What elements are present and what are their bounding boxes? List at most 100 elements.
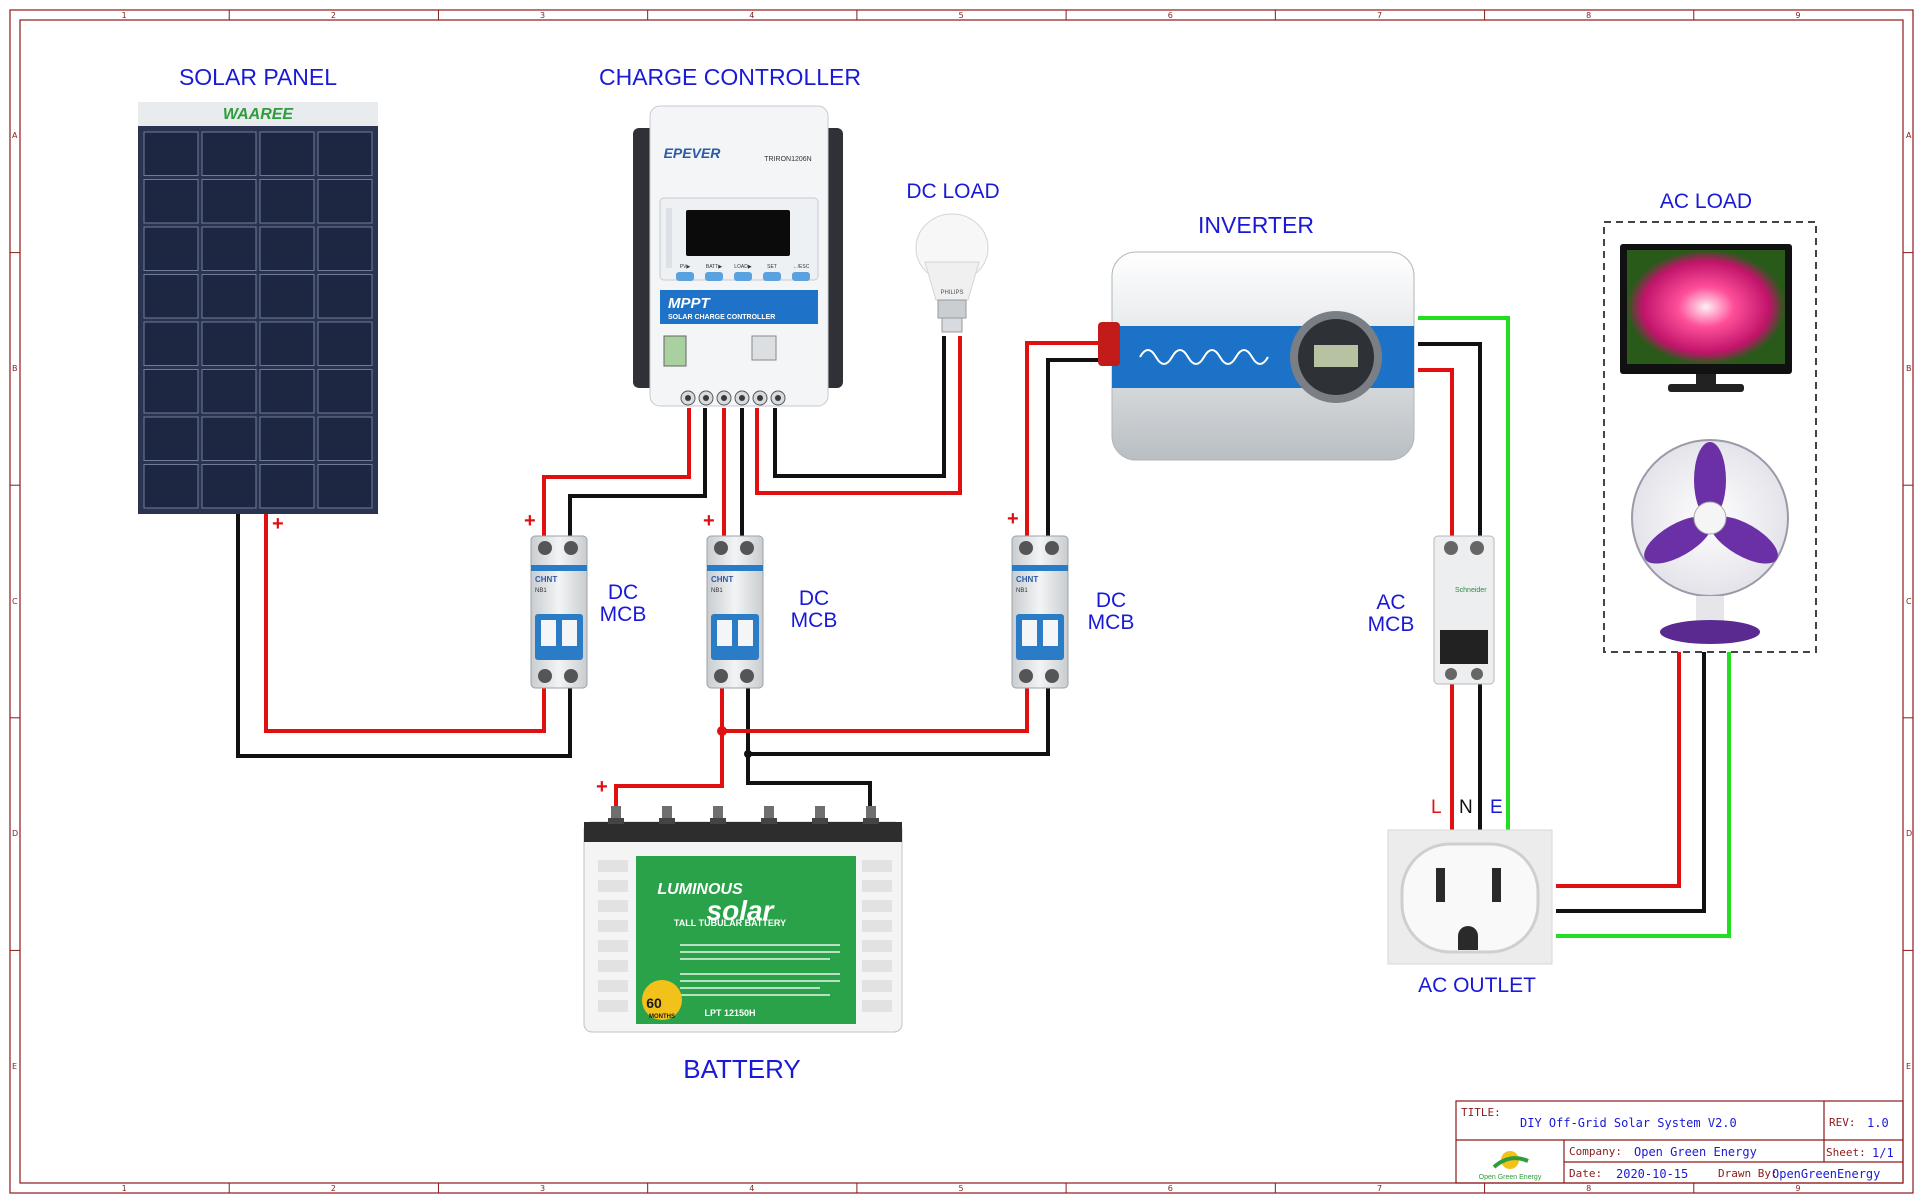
- row-label: E: [1906, 1061, 1912, 1071]
- battery-vent: [862, 960, 892, 972]
- controller-model: TRIRON1206N: [764, 156, 811, 163]
- wire-inverter-positive: [1025, 341, 1104, 536]
- wire-inverter-earth: [1418, 316, 1510, 835]
- wire-inverter-negative: [1046, 358, 1104, 536]
- row-label: C: [1906, 596, 1912, 606]
- mcb-screw: [1045, 669, 1059, 683]
- solar-cell: [259, 416, 315, 461]
- column-label: 3: [540, 11, 546, 20]
- solar-cell: [317, 464, 373, 509]
- battery-terminal: [662, 806, 672, 824]
- dc-mcb-label-3: DC MCB: [1087, 589, 1135, 634]
- neutral-label: N: [1459, 797, 1473, 818]
- wire-mcb2-battery-negative: [746, 688, 872, 818]
- controller-button: [705, 272, 723, 281]
- solar-cell: [143, 274, 199, 319]
- controller-brand: EPEVER: [664, 145, 722, 161]
- row-label: B: [12, 363, 18, 373]
- controller-button-label: SET: [767, 264, 777, 270]
- battery-terminal-base: [659, 818, 675, 824]
- television-graphic: [1620, 244, 1792, 392]
- solar-cell: [317, 179, 373, 224]
- mcb-screw: [1045, 541, 1059, 555]
- battery-label: BATTERY: [683, 1054, 801, 1084]
- solar-cell: [259, 274, 315, 319]
- battery-terminal: [764, 806, 774, 824]
- sheet-value: 1/1: [1872, 1146, 1894, 1160]
- battery-terminal-base: [863, 818, 879, 824]
- wire-inverter-neutral: [1418, 342, 1482, 536]
- solar-cell: [317, 226, 373, 271]
- row-label: C: [12, 596, 18, 606]
- frame-ticks: [10, 10, 1913, 1193]
- controller-button: [792, 272, 810, 281]
- live-label: L: [1431, 797, 1442, 818]
- solar-cell: [143, 416, 199, 461]
- wire-controller-pv-negative: [568, 408, 707, 536]
- controller-terminal-screw: [721, 395, 727, 401]
- dc-load-label: DC LOAD: [906, 180, 1000, 203]
- mcb-screw: [714, 541, 728, 555]
- title-key: TITLE:: [1461, 1106, 1501, 1119]
- battery-terminal: [866, 806, 876, 824]
- column-label: 6: [1167, 1184, 1173, 1193]
- drawn-value: OpenGreenEnergy: [1772, 1167, 1881, 1181]
- title-block: [1455, 1100, 1904, 1184]
- ac-outlet: [1387, 829, 1553, 965]
- drawing-frame: [9, 9, 1914, 1194]
- controller-terminals: [680, 390, 786, 406]
- mcb-body: [706, 535, 764, 689]
- solar-panel: WAAREE: [138, 102, 378, 514]
- mcb-screw: [740, 541, 754, 555]
- controller-button-label: LOAD▶: [734, 264, 752, 270]
- controller-button-label: ←/ESC: [793, 264, 810, 270]
- column-label: 7: [1376, 11, 1383, 20]
- rev-value: 1.0: [1867, 1116, 1889, 1130]
- column-label: 8: [1586, 11, 1592, 20]
- wire-acload-live: [1556, 652, 1681, 888]
- column-label: 3: [540, 1184, 546, 1193]
- battery-vent: [598, 880, 628, 892]
- mcb-toggle: [541, 620, 556, 646]
- battery-model: LPT 12150H: [704, 1008, 755, 1018]
- wire-dcload-negative: [773, 336, 946, 478]
- wire-battery-positive: [614, 731, 724, 818]
- wire-acload-neutral: [1556, 652, 1706, 913]
- solar-cell: [201, 416, 257, 461]
- solar-cell: [201, 321, 257, 366]
- solar-cell: [259, 179, 315, 224]
- mcb-screw: [1019, 541, 1033, 555]
- battery-terminal-base: [761, 818, 777, 824]
- row-label: A: [12, 131, 18, 141]
- plus-marker-mcb3: +: [1007, 508, 1019, 530]
- ac-load-box: [1603, 221, 1817, 653]
- ac-load-label: AC LOAD: [1659, 190, 1753, 213]
- solar-panel-label: SOLAR PANEL: [178, 64, 338, 90]
- controller-buttons: PV▶BATT▶LOAD▶SET←/ESC: [666, 208, 810, 281]
- solar-cell: [201, 369, 257, 414]
- solar-cell: [317, 274, 373, 319]
- ac-outlet-label: AC OUTLET: [1418, 974, 1536, 997]
- battery-vent: [862, 900, 892, 912]
- junction-dot: [744, 750, 752, 758]
- dc-mcb-label-1: DC MCB: [599, 581, 647, 626]
- mcb-brand: CHNT: [535, 575, 557, 584]
- column-label: 2: [330, 1184, 336, 1193]
- mcb-model: NB1: [535, 588, 547, 594]
- mcb-screw: [538, 669, 552, 683]
- solar-cell: [317, 131, 373, 176]
- battery-terminal: [611, 806, 621, 824]
- column-label: 5: [958, 1184, 964, 1193]
- battery-vent: [862, 1000, 892, 1012]
- battery-terminals: [608, 806, 879, 824]
- sheet-key: Sheet:: [1826, 1146, 1866, 1159]
- ac-mcb-label: AC MCB: [1367, 591, 1415, 636]
- column-label: 1: [121, 1184, 127, 1193]
- controller-terminal-screw: [685, 395, 691, 401]
- mcb-toggle: [738, 620, 753, 646]
- drawn-key: Drawn By:: [1718, 1167, 1778, 1180]
- mcb-stripe: [1012, 565, 1068, 571]
- solar-cell: [259, 226, 315, 271]
- inverter-label: INVERTER: [1198, 212, 1314, 238]
